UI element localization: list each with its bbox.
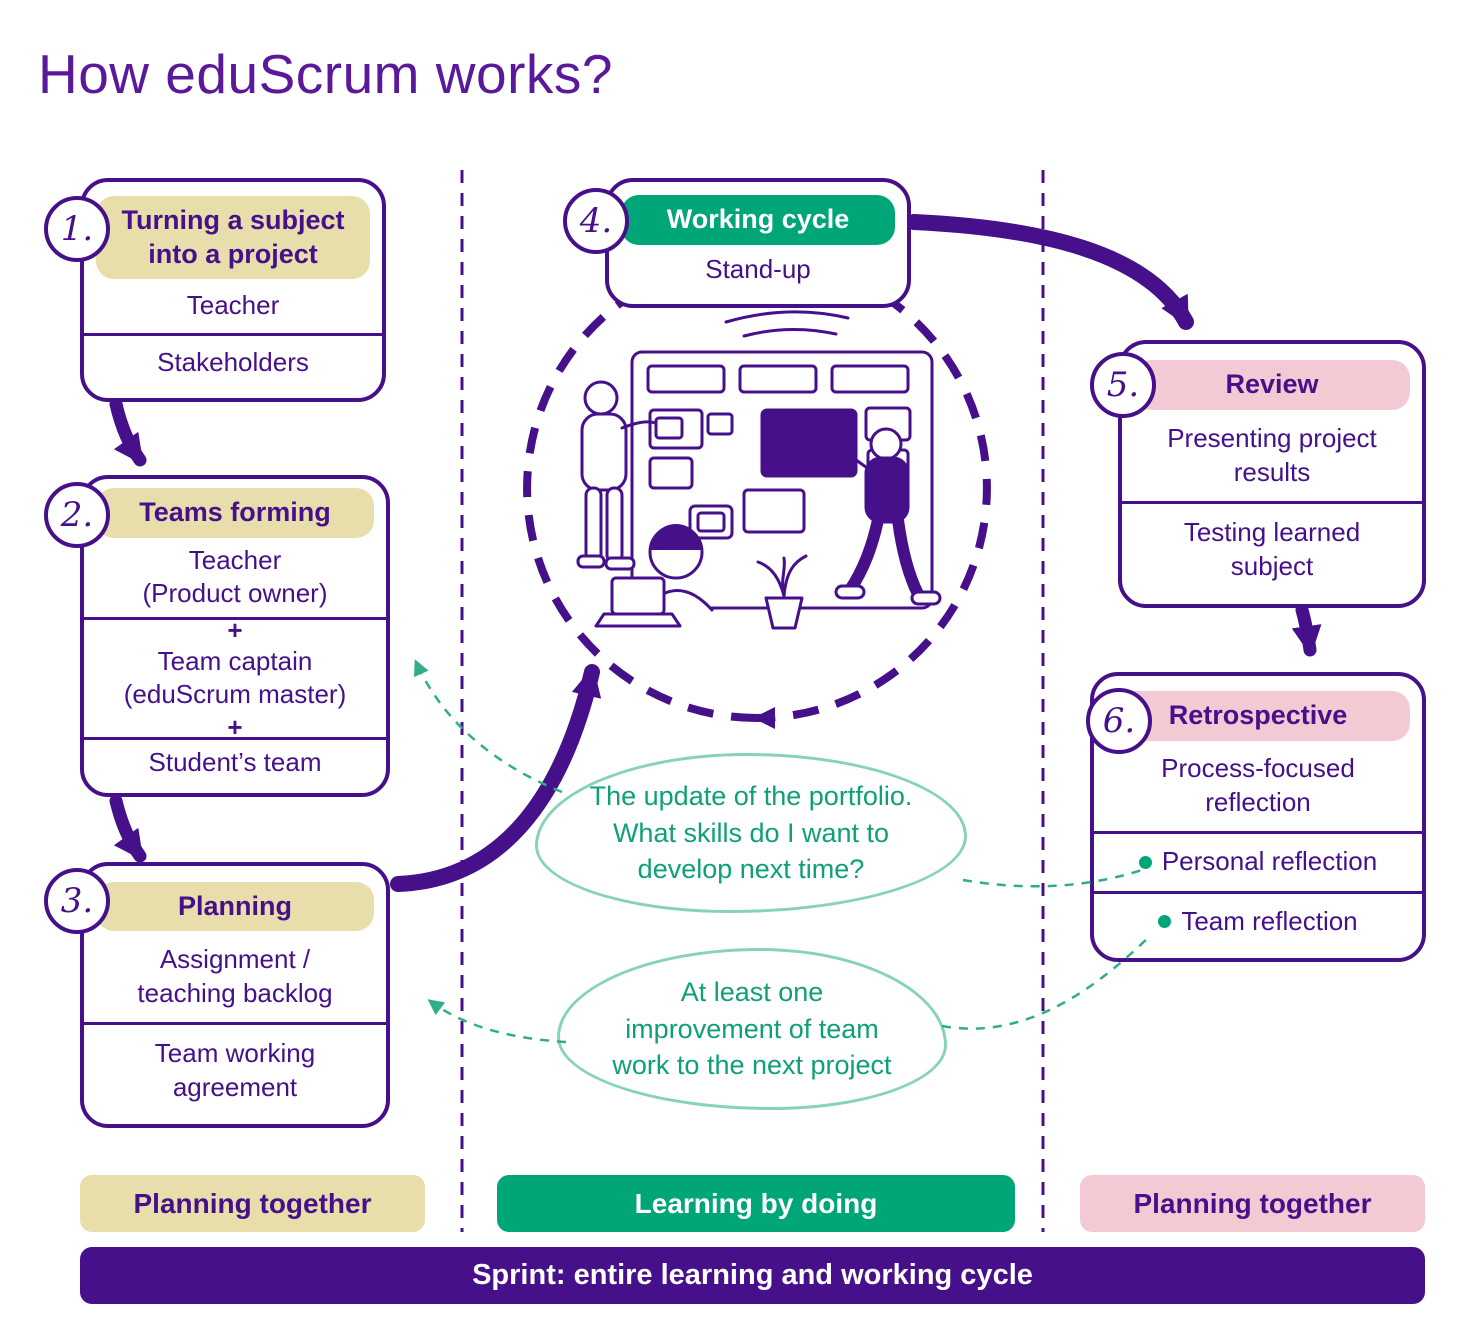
- step-6-item: Process-focused reflection: [1161, 753, 1355, 818]
- step-box-review: Review Presenting project results Testin…: [1118, 340, 1426, 608]
- step-4-item: Stand-up: [705, 254, 811, 285]
- arrow-step2-to-step3: [109, 794, 147, 863]
- step-box-teams-forming: Teams forming Teacher (Product owner) + …: [80, 475, 390, 797]
- scrum-board-illustration-icon: [576, 310, 942, 630]
- step-6-bullet-item: Personal reflection: [1106, 841, 1410, 883]
- step-6-item-label: Team reflection: [1181, 905, 1358, 936]
- step-6-number: 6.: [1086, 688, 1152, 754]
- step-box-planning: Planning Assignment / teaching backlog T…: [80, 862, 390, 1128]
- step-3-item: Assignment / teaching backlog: [137, 943, 333, 1008]
- sprint-bar: Sprint: entire learning and working cycl…: [80, 1247, 1425, 1304]
- step-5-item: Presenting project results: [1167, 422, 1377, 487]
- divider: [84, 616, 386, 620]
- step-4-title: Working cycle: [621, 194, 895, 245]
- green-bullet-icon: [1138, 855, 1152, 869]
- step-1-item: Stakeholders: [157, 347, 309, 378]
- step-6-bullet-item: Team reflection: [1106, 901, 1410, 943]
- arrow-step4-to-step5: [906, 214, 1194, 330]
- step-1-item: Teacher: [186, 290, 280, 321]
- step-6-title: Retrospective: [1106, 691, 1410, 742]
- divider: [1094, 831, 1422, 835]
- step-box-turning-subject: Turning a subject into a project Teacher…: [80, 178, 386, 402]
- legend-planning-together-left: Planning together: [80, 1175, 425, 1232]
- plus-sign: +: [227, 711, 243, 742]
- step-2-title: Teams forming: [96, 488, 374, 539]
- divider: [84, 333, 382, 337]
- step-1-number: 1.: [44, 196, 110, 262]
- step-5-title: Review: [1134, 360, 1410, 410]
- arrow-step1-to-step2: [109, 397, 147, 467]
- green-bullet-icon: [1158, 915, 1172, 929]
- team-improvement-bubble: At least one improvement of team work to…: [557, 948, 947, 1110]
- divider: [84, 737, 386, 741]
- page-title: How eduScrum works?: [38, 43, 613, 105]
- step-1-title: Turning a subject into a project: [96, 195, 370, 280]
- step-5-number: 5.: [1090, 352, 1156, 418]
- step-2-item: Team captain (eduScrum master): [123, 645, 347, 710]
- step-6-item-label: Personal reflection: [1161, 846, 1378, 877]
- connector-bubble1-to-step2: [413, 659, 563, 794]
- step-3-item: Team working agreement: [154, 1037, 316, 1102]
- step-4-number: 4.: [563, 188, 629, 254]
- step-2-number: 2.: [44, 482, 110, 548]
- step-5-item: Testing learned subject: [1183, 517, 1361, 582]
- plus-sign: +: [227, 615, 243, 646]
- step-3-title: Planning: [96, 881, 374, 932]
- arrow-step5-to-step6: [1291, 603, 1322, 657]
- connector-bubble2-to-step3: [427, 999, 567, 1044]
- dashed-cycle-arrows-icon: [523, 247, 991, 729]
- divider: [1122, 501, 1422, 505]
- step-2-item: Student’s team: [148, 746, 322, 777]
- divider: [84, 1022, 386, 1026]
- step-2-item: Teacher (Product owner): [142, 544, 328, 609]
- legend-learning-by-doing: Learning by doing: [497, 1175, 1015, 1232]
- step-3-number: 3.: [44, 868, 110, 934]
- portfolio-update-bubble: The update of the portfolio. What skills…: [535, 753, 967, 913]
- legend-planning-together-right: Planning together: [1080, 1175, 1425, 1232]
- step-box-working-cycle: Working cycle Stand-up: [605, 178, 911, 308]
- divider: [1094, 890, 1422, 894]
